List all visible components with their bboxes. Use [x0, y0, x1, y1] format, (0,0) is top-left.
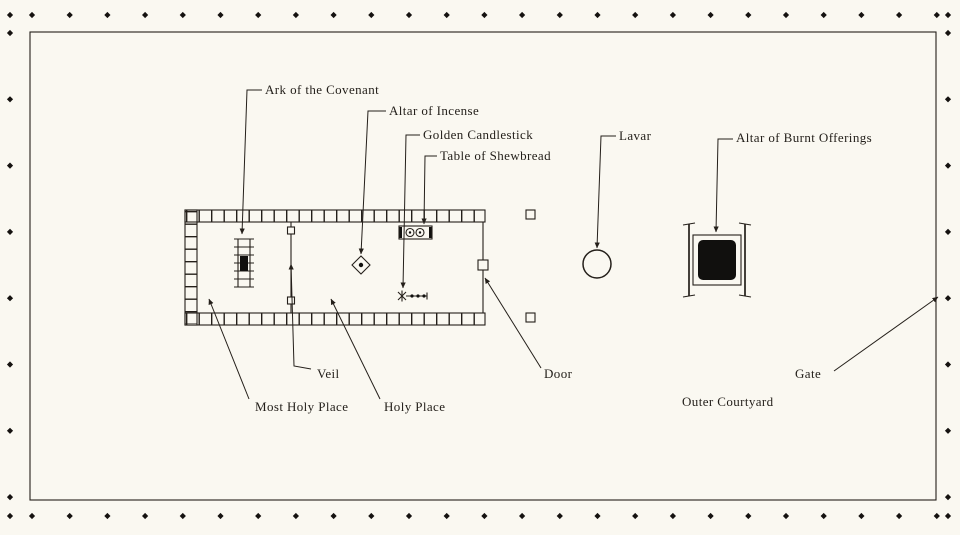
tabernacle-structure	[184, 209, 489, 326]
label-holy-place: Holy Place	[384, 399, 445, 414]
label-altar-of-burnt-offerings: Altar of Burnt Offerings	[736, 130, 872, 145]
label-most-holy-place: Most Holy Place	[255, 399, 348, 414]
court-pillar-top	[525, 209, 536, 220]
north-wall	[184, 209, 486, 223]
label-laver: Lavar	[619, 128, 652, 143]
leader-laver	[594, 135, 616, 249]
leader-altar-burnt	[713, 138, 733, 233]
label-table-of-shewbread: Table of Shewbread	[440, 148, 551, 163]
golden-candlestick-icon	[397, 290, 428, 302]
court-pillar-bottom	[525, 312, 536, 323]
leader-gate	[833, 296, 939, 372]
label-ark-of-covenant: Ark of the Covenant	[265, 82, 379, 97]
leader-shewbread	[421, 155, 437, 225]
leader-candlestick	[400, 134, 420, 289]
label-outer-courtyard: Outer Courtyard	[682, 394, 774, 409]
altar-of-incense-icon	[351, 255, 371, 275]
courtyard-border	[29, 31, 937, 501]
label-veil: Veil	[317, 366, 340, 381]
label-gate: Gate	[795, 366, 821, 381]
leader-door	[484, 277, 542, 369]
ark-of-covenant-icon	[234, 238, 254, 288]
south-wall	[184, 312, 486, 326]
label-altar-of-incense: Altar of Incense	[389, 103, 479, 118]
label-golden-candlestick: Golden Candlestick	[423, 127, 533, 142]
leader-holy-place	[330, 298, 381, 400]
door-marker	[477, 259, 489, 271]
label-door: Door	[544, 366, 573, 381]
leader-ark	[239, 89, 262, 235]
altar-of-burnt-offerings-icon	[682, 222, 752, 298]
laver-icon	[582, 249, 612, 279]
veil-pillar-top	[286, 226, 296, 235]
leader-veil	[288, 263, 312, 370]
leader-altar-incense	[358, 110, 386, 255]
courtyard-fence-posts	[6, 11, 952, 520]
table-of-shewbread-icon	[398, 225, 433, 240]
west-wall	[184, 209, 198, 326]
veil-pillar-bottom	[286, 296, 296, 305]
leader-most-holy-place	[208, 298, 250, 400]
